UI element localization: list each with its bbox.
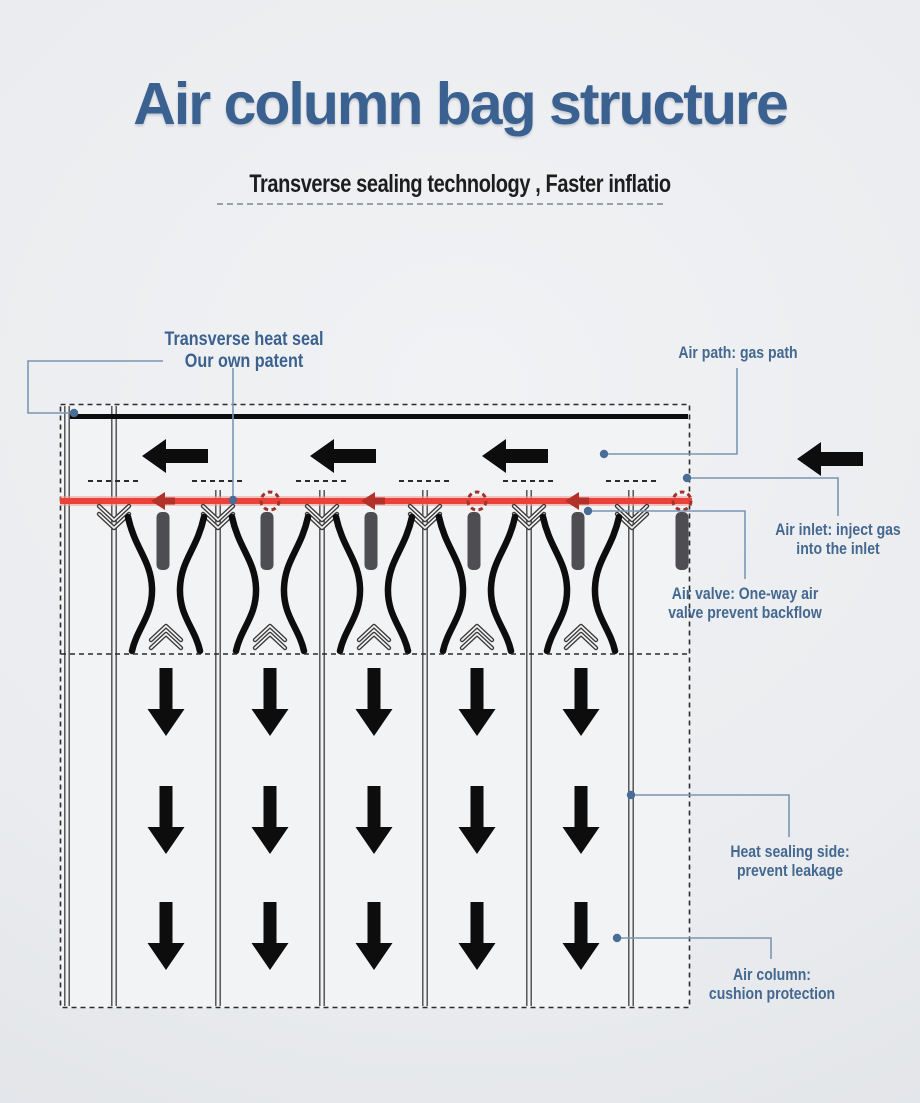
label-air-path: Air path: gas path — [678, 344, 797, 363]
leader-dot — [682, 473, 692, 483]
label-air-inlet: Air inlet: inject gas into the inlet — [775, 521, 900, 559]
label-line: into the inlet — [796, 540, 880, 558]
leader-air-inlet — [682, 473, 839, 516]
inlet-ring — [671, 490, 693, 512]
label-line: cushion protection — [708, 985, 836, 1003]
leader-air-column — [612, 933, 772, 959]
leader-heat-seal-to-line — [228, 368, 238, 505]
leader-air-path — [599, 368, 738, 459]
inlet-ring — [259, 490, 281, 512]
air-inlet-arrow-outside — [797, 442, 863, 476]
valve-inlet-chevrons — [96, 503, 650, 531]
seal-line-flow-markers — [151, 490, 693, 512]
leader-heat-sealing-side — [626, 790, 790, 837]
leader-dot — [626, 790, 636, 800]
label-line: Transverse heat seal — [164, 329, 324, 350]
label-line: Air valve: One-way air — [671, 585, 819, 603]
page-title: Air column bag structure — [133, 71, 789, 137]
subtitle-underline — [217, 203, 663, 205]
label-air-valve: Air valve: One-way air valve prevent bac… — [668, 585, 822, 623]
label-air-column: Air column: cushion protection — [709, 966, 835, 1004]
seal-arrow — [151, 492, 175, 510]
valve-bars — [156, 512, 689, 570]
seal-arrow — [361, 492, 385, 510]
label-heat-sealing-side: Heat sealing side: prevent leakage — [730, 843, 849, 881]
air-flow-arrows-top — [142, 439, 548, 473]
leader-dot — [612, 933, 622, 943]
label-line: Our own patent — [184, 351, 304, 372]
leader-transverse-heat-seal — [27, 360, 163, 418]
inlet-ring — [466, 490, 488, 512]
label-line: Air inlet: inject gas — [775, 521, 901, 539]
label-line: Air column: — [733, 966, 811, 984]
page-subtitle: Transverse sealing technology , Faster i… — [249, 170, 671, 198]
leader-dot — [599, 449, 609, 459]
leader-dot — [583, 506, 593, 516]
seal-arrow — [565, 492, 589, 510]
valve-channels — [124, 513, 623, 655]
label-line: Heat sealing side: — [730, 843, 850, 861]
label-transverse-heat-seal: Transverse heat seal Our own patent — [165, 329, 324, 373]
label-line: valve prevent backflow — [668, 604, 822, 622]
air-column-flow-arrows — [147, 668, 600, 970]
valve-outlet-chevrons — [148, 623, 599, 651]
leader-dot — [228, 495, 238, 505]
leader-air-valve — [583, 506, 746, 579]
label-line: Air path: gas path — [678, 344, 798, 362]
label-line: prevent leakage — [736, 862, 844, 880]
leader-dot — [69, 408, 79, 418]
